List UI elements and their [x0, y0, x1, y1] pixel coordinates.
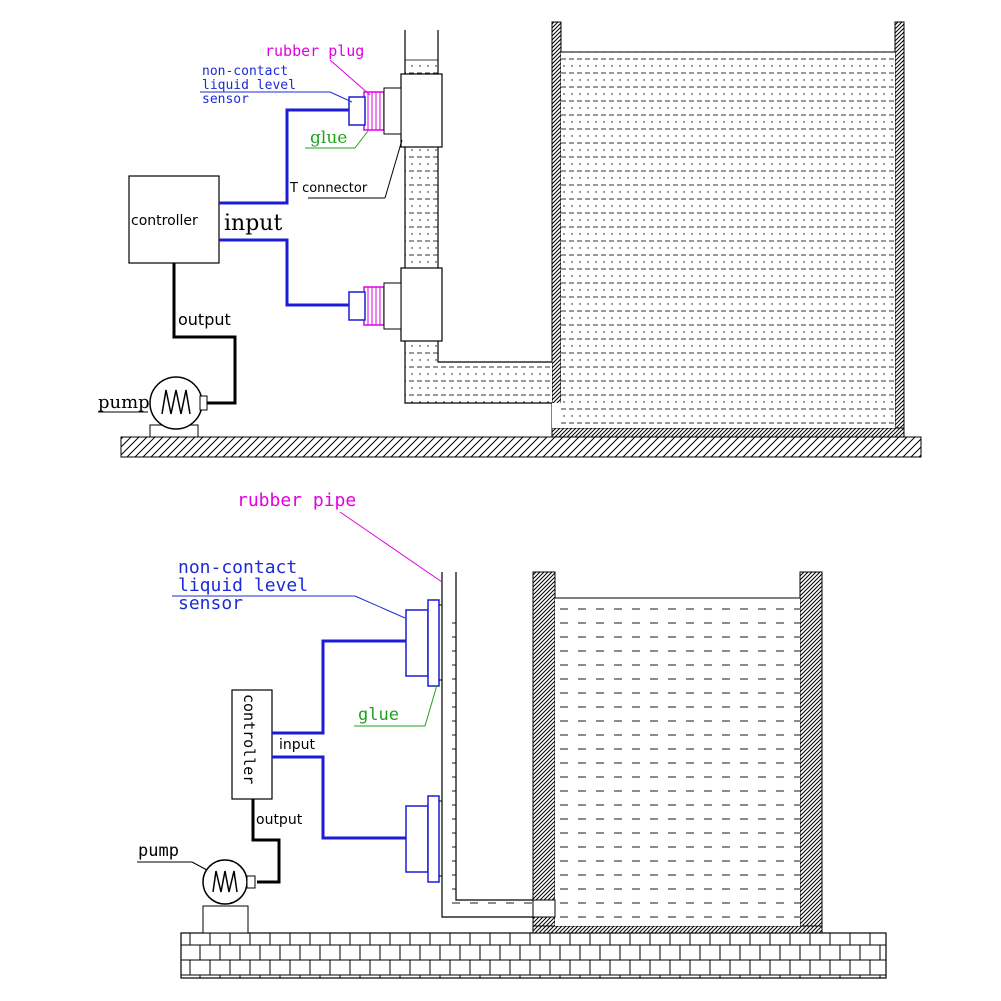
top-rubber-plug-label: rubber plug: [265, 42, 364, 60]
top-tank: [551, 21, 905, 438]
top-output-label: output: [178, 310, 231, 329]
bottom-ground: [180, 932, 887, 979]
top-sensor-label-3: sensor: [202, 92, 249, 107]
top-controller-box: [128, 175, 220, 264]
top-input-label: input: [224, 211, 282, 236]
bottom-rubber-pipe: [441, 572, 556, 918]
top-sensor-upper: [348, 87, 402, 135]
bottom-controller-label: controller: [240, 694, 258, 784]
top-sensor-label-1: non-contact: [202, 64, 288, 79]
top-pump: [149, 376, 208, 438]
bottom-input-wire-lower: [272, 755, 406, 840]
top-pump-label: pump: [98, 392, 150, 413]
bottom-rubber-pipe-label: rubber pipe: [237, 490, 356, 511]
bottom-sensor-lower: [405, 795, 442, 883]
bottom-glue-label: glue: [358, 705, 399, 725]
bottom-controller-box: [231, 689, 273, 800]
top-sensor-label-2: liquid level: [202, 78, 296, 93]
top-input-wire-lower: [219, 238, 349, 307]
top-input-wire-upper: [219, 108, 349, 205]
bottom-sensor-label-2: liquid level: [178, 575, 308, 596]
bottom-input-label: input: [279, 737, 316, 753]
bottom-input-wire-upper: [272, 639, 406, 735]
top-output-wire: [172, 263, 237, 405]
bottom-sensor-label-1: non-contact: [178, 557, 297, 578]
bottom-pump-label: pump: [138, 841, 179, 861]
bottom-sensor-label-3: sensor: [178, 593, 243, 614]
top-sensor-lower: [348, 282, 402, 330]
bottom-output-label: output: [256, 812, 303, 828]
bottom-diagram: controller input output pump rubber pipe…: [137, 490, 887, 979]
top-glue-label: glue: [310, 128, 347, 148]
bottom-sensor-upper: [405, 599, 442, 687]
top-t-connector-label: T connector: [289, 181, 368, 196]
top-ground: [120, 436, 922, 458]
top-controller-label: controller: [131, 213, 198, 229]
top-t-connector-upper: [400, 73, 443, 148]
top-diagram: controller input output pump rubber plug…: [98, 21, 922, 458]
bottom-tank: [532, 571, 823, 934]
top-tank-liquid: [561, 52, 895, 428]
top-t-connector-lower: [400, 267, 443, 342]
bottom-tank-liquid: [555, 598, 800, 926]
bottom-output-wire: [251, 799, 281, 884]
bottom-pump: [202, 859, 256, 934]
